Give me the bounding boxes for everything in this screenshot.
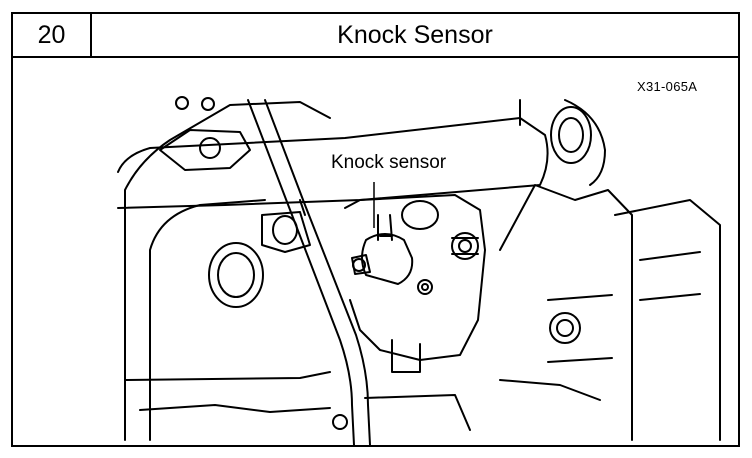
engine-block-right	[499, 184, 633, 441]
engine-illustration: Knock sensor	[117, 96, 721, 446]
procedure-title: Knock Sensor	[337, 20, 493, 49]
procedure-frame: 20 Knock Sensor	[11, 12, 740, 447]
diagonal-pipe	[247, 99, 355, 446]
step-number: 20	[13, 14, 92, 56]
cross-member	[117, 117, 549, 209]
knock-sensor-shape	[351, 214, 414, 285]
figure-id: X31-065A	[637, 79, 698, 94]
procedure-header: 20 Knock Sensor	[13, 14, 738, 58]
engine-bolt	[451, 232, 479, 260]
knock-sensor-callout: Knock sensor	[331, 152, 447, 173]
engine-block-left	[124, 101, 331, 441]
